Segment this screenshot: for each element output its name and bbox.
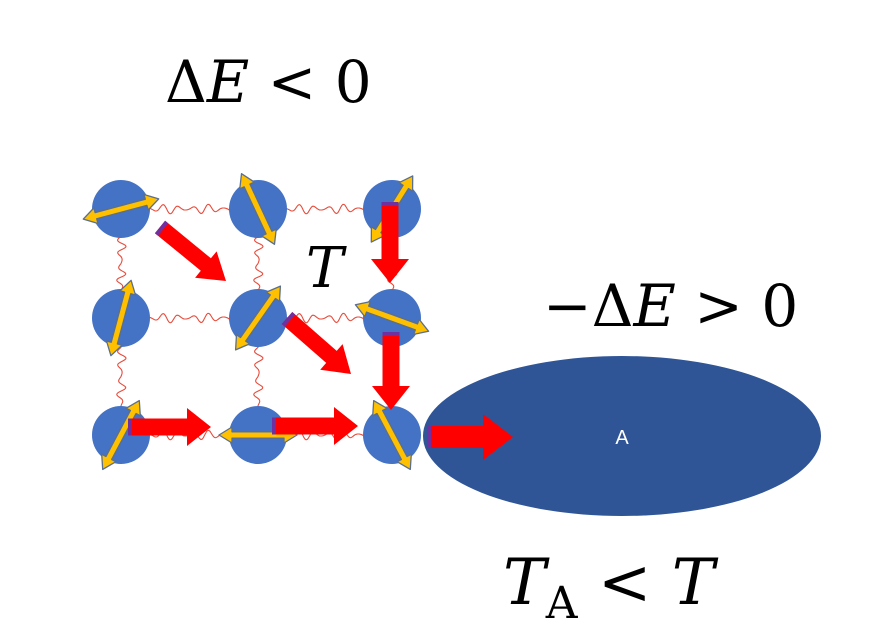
energy-arrow [128,408,211,446]
atom [354,289,430,347]
reservoir-label: A [615,427,629,449]
spin-arrow-icon [82,193,160,225]
energy-arrow-body [281,312,351,374]
equation-delta-e-negative: ΔE < 0 [165,48,372,116]
energy-arrow-body [371,202,409,283]
reservoir-a [423,356,821,516]
spin-arrow-icon [239,173,277,245]
atom [229,285,287,351]
energy-arrow [272,407,358,445]
energy-arrow-tail [427,426,431,448]
energy-arrow-body [154,220,226,281]
atom [229,173,287,245]
spin-arrow-icon [354,300,430,336]
energy-arrow-tail [381,202,399,206]
equation-reservoir-colder: TA < T [503,546,719,629]
energy-arrow-body [372,332,410,410]
atom [92,279,150,357]
energy-flow-arrows [128,202,513,460]
energy-arrow-to-reservoir [427,414,513,460]
equation-minus-delta-e-positive: −ΔE > 0 [543,272,798,340]
atom-lattice [82,173,430,471]
energy-arrow [372,332,410,410]
spin-arrow-icon [234,285,282,351]
spin-arrow-icon [372,399,412,471]
energy-arrow [154,220,226,281]
energy-arrow-tail [154,220,169,236]
atom [218,406,298,464]
energy-arrow-tail [272,417,276,435]
energy-arrow-tail [281,312,296,327]
energy-arrow-tail [382,332,400,336]
atom [363,399,421,471]
system-temperature: T [306,236,347,301]
atom [82,180,160,238]
energy-arrow-body [128,408,211,446]
spin-arrow-icon [101,399,141,471]
energy-arrow-tail [128,418,132,436]
energy-arrow-body [272,407,358,445]
spin-arrow-icon [105,279,137,357]
energy-arrow [281,312,351,374]
energy-arrow-body [427,414,513,460]
energy-arrow [371,202,409,283]
